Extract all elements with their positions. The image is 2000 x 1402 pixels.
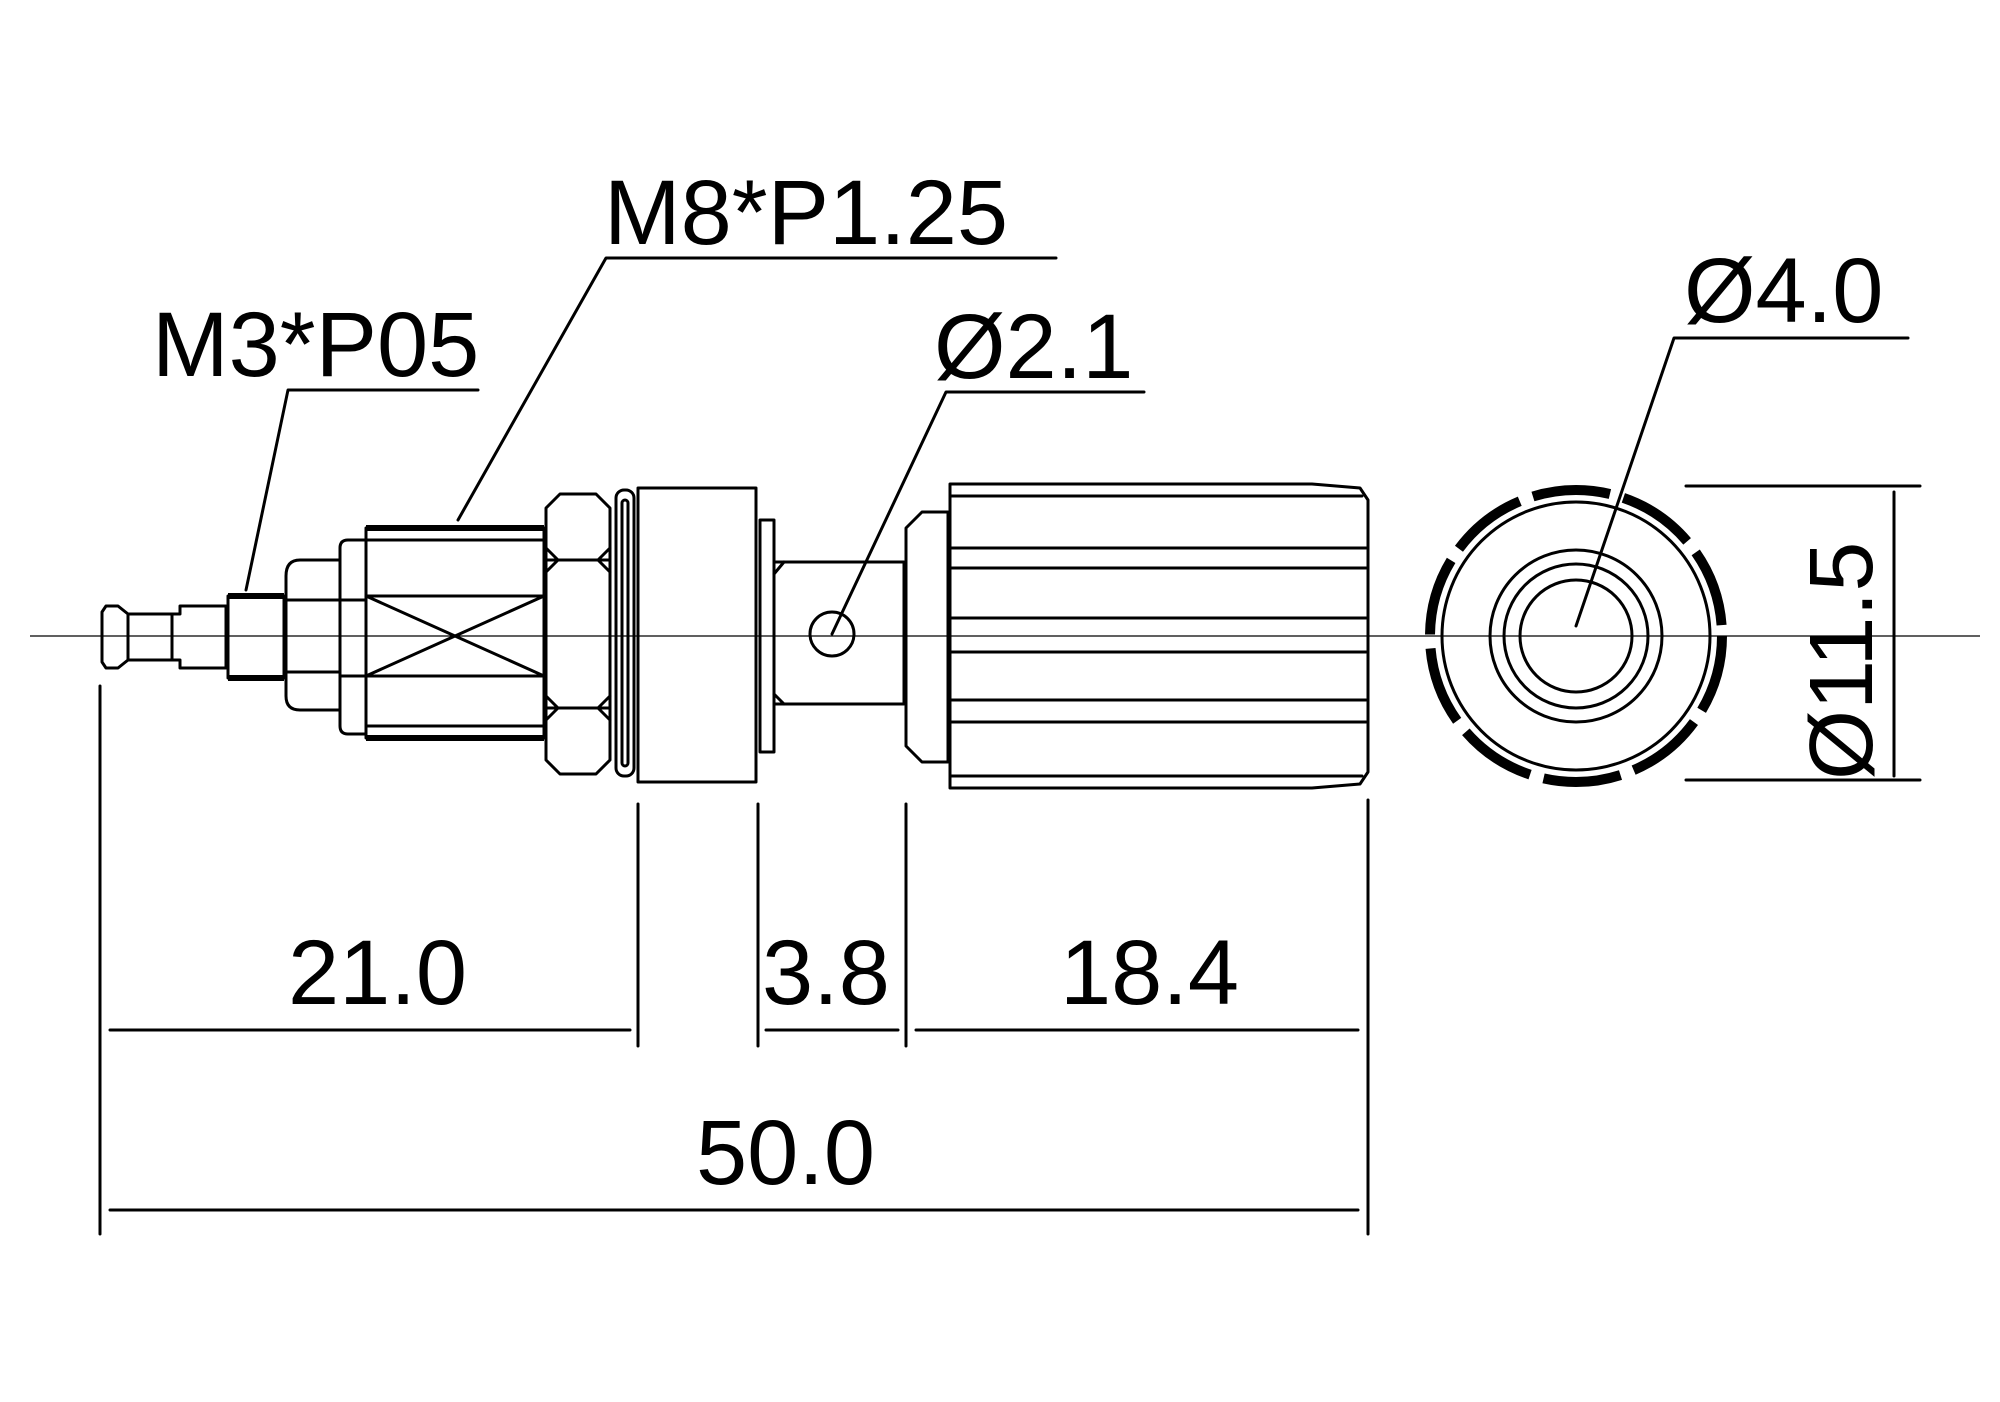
label-hole-diameter: Ø2.1 — [934, 296, 1133, 398]
label-socket-diameter: Ø4.0 — [1684, 240, 1883, 342]
side-view — [100, 482, 1370, 790]
outer-ring — [1425, 485, 1727, 787]
socket-mid — [1502, 562, 1650, 710]
thread-body — [364, 526, 546, 740]
dim-50: 50.0 — [696, 1102, 875, 1204]
label-m3-thread: M3*P05 — [152, 294, 479, 396]
knurled-cap — [948, 482, 1370, 790]
threaded-shaft — [338, 538, 368, 736]
washer — [614, 488, 636, 778]
socket-outer — [1488, 548, 1664, 724]
leader-m8 — [456, 256, 1058, 522]
label-m8-thread: M8*P1.25 — [604, 162, 1008, 264]
dimensions: 21.0 3.8 18.4 50.0 — [98, 684, 1370, 1236]
dim-3-8: 3.8 — [762, 922, 890, 1024]
end-view — [1425, 485, 1727, 787]
body-block — [636, 486, 758, 784]
leader-socket — [1574, 336, 1910, 628]
dim-21: 21.0 — [288, 922, 467, 1024]
dim-18-4: 18.4 — [1060, 922, 1239, 1024]
cross-hole — [808, 610, 856, 658]
inner-ring — [1440, 500, 1712, 772]
leader-m3 — [244, 388, 480, 592]
m3-nut — [226, 594, 286, 680]
hex-nut — [544, 492, 612, 776]
cap-collar — [904, 510, 950, 764]
label-outer-diameter: Ø11.5 — [1792, 542, 1892, 781]
socket-hole — [1518, 578, 1634, 694]
terminal-tip — [100, 604, 228, 670]
shaft — [772, 560, 906, 706]
neck — [284, 558, 342, 712]
leader-hole — [830, 390, 1146, 636]
